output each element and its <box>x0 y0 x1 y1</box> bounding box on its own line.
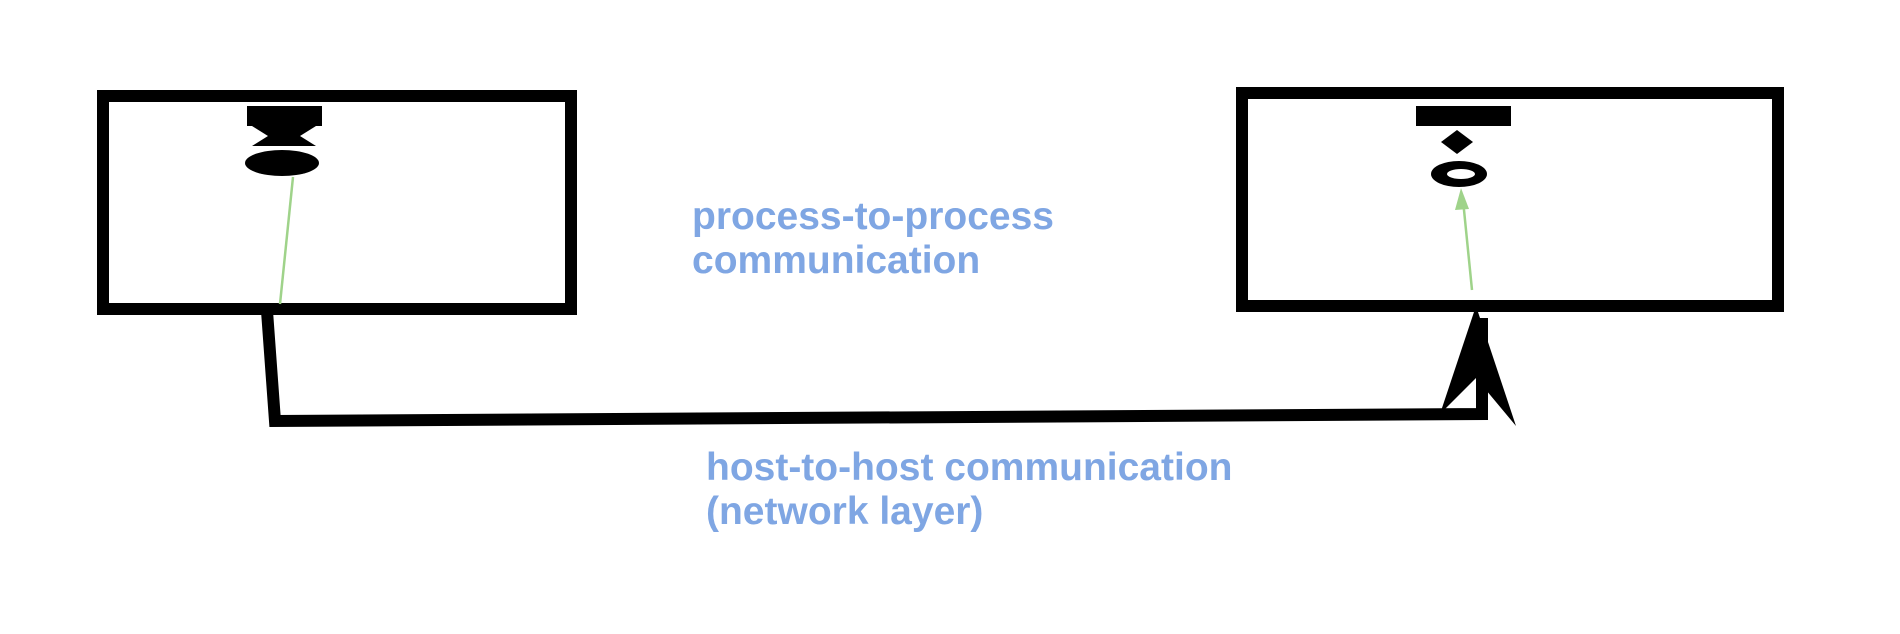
receiver-process-link <box>1461 199 1474 291</box>
host-to-host-label: host-to-host communication (network laye… <box>706 446 1232 534</box>
process-to-process-label: process-to-process communication <box>692 195 1054 283</box>
host-to-host-path <box>261 306 1516 428</box>
receiver-socket-icon <box>1416 106 1511 187</box>
network-path-arrowhead <box>1440 306 1516 426</box>
receiver-host-box <box>1236 87 1784 312</box>
sender-process-link <box>278 176 295 305</box>
host-label-line2: (network layer) <box>706 490 984 533</box>
process-label-line2: communication <box>692 239 981 282</box>
network-path-line <box>261 310 1488 428</box>
receiver-host <box>1236 87 1784 312</box>
sender-host-box <box>97 90 577 315</box>
host-label-line1: host-to-host communication <box>706 446 1233 489</box>
sender-socket-icon <box>245 106 322 176</box>
sender-host <box>97 90 577 315</box>
receiver-process-link-arrowhead <box>1455 188 1469 210</box>
process-label-line1: process-to-process <box>692 195 1054 238</box>
